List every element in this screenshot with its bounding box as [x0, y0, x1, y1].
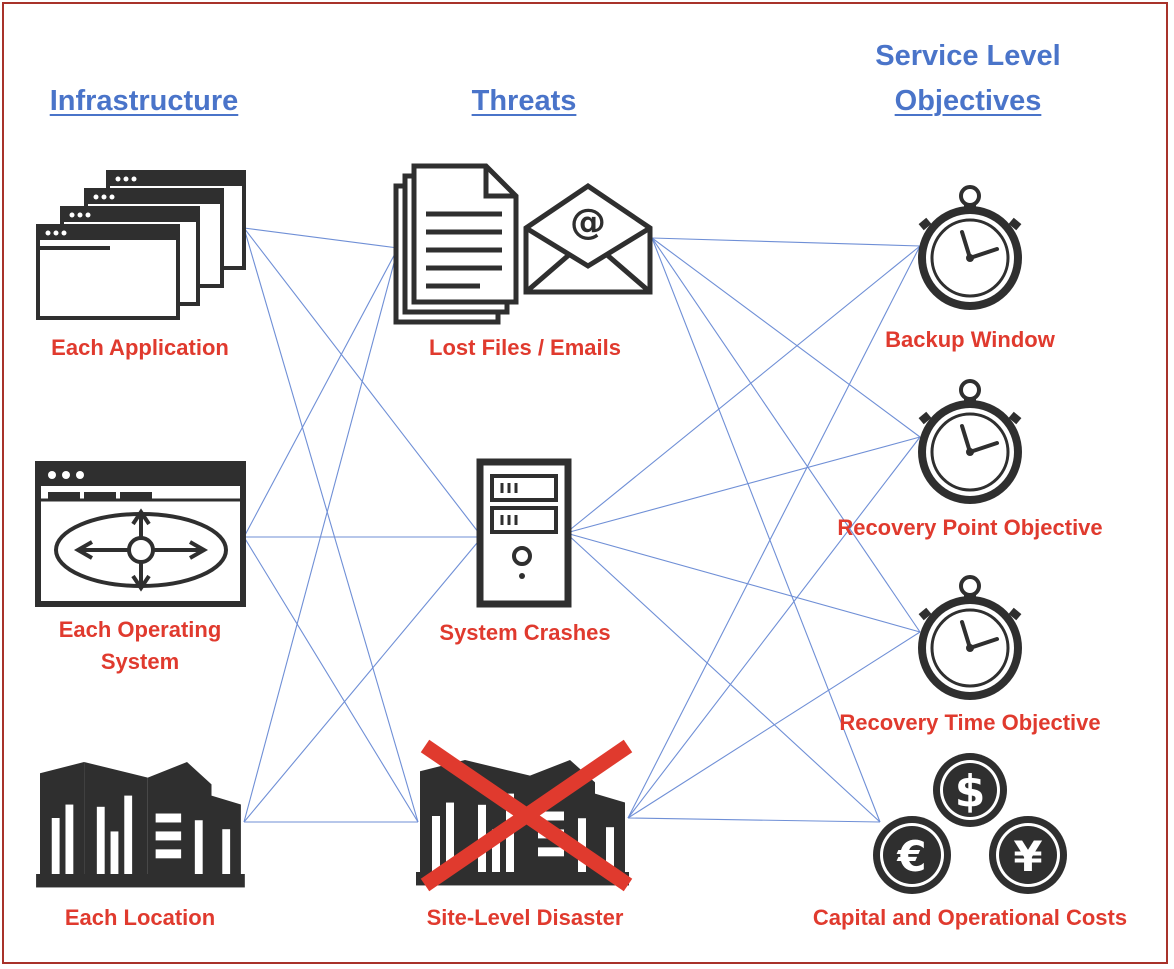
stopwatch-icon — [916, 379, 1024, 506]
threat-objective-link — [651, 237, 921, 438]
connector-lines — [243, 227, 921, 823]
slo-header-line1: Service Level — [875, 40, 1061, 72]
dollar-symbol: $ — [955, 766, 986, 817]
threat-objective-link — [565, 532, 921, 633]
infrastructure-threat-link — [243, 227, 483, 538]
stopwatch-icon — [916, 575, 1024, 702]
threat-objective-link — [627, 631, 921, 819]
threat-objective-link — [565, 532, 881, 823]
operating-system-icon — [35, 461, 246, 607]
application-windows-icon — [36, 170, 246, 320]
stopwatch-icon — [916, 185, 1024, 312]
infrastructure-threat-link — [243, 227, 419, 823]
threat-objective-link — [565, 245, 921, 534]
label-lost-files-emails: Lost Files / Emails — [429, 335, 621, 360]
threat-objective-link — [627, 436, 921, 819]
threat-objective-link — [627, 817, 881, 823]
threat-objective-link — [651, 237, 881, 823]
infrastructure-threat-link — [243, 536, 483, 823]
label-recovery-time-objective: Recovery Time Objective — [839, 710, 1101, 735]
label-system-crashes: System Crashes — [439, 620, 611, 645]
threat-objective-link — [651, 237, 921, 247]
infrastructure-header: Infrastructure — [49, 85, 239, 117]
label-each-operating-system-line2: System — [100, 649, 180, 674]
documents-icon — [393, 163, 519, 325]
label-each-operating-system-line1: Each Operating — [58, 617, 222, 642]
server-icon — [476, 458, 572, 608]
threat-objective-link — [651, 237, 921, 633]
label-recovery-point-objective: Recovery Point Objective — [837, 515, 1103, 540]
crossed-building-icon — [416, 739, 633, 892]
label-each-location: Each Location — [64, 905, 216, 930]
label-site-level-disaster: Site-Level Disaster — [426, 905, 624, 930]
email-envelope-icon: @ — [523, 182, 653, 295]
threat-objective-link — [565, 436, 921, 534]
threats-header: Threats — [471, 85, 577, 117]
threat-objective-link — [627, 245, 921, 819]
svg-text:@: @ — [570, 202, 606, 243]
label-backup-window: Backup Window — [885, 327, 1055, 352]
euro-symbol: € — [896, 832, 926, 881]
label-capital-operational-costs: Capital and Operational Costs — [812, 905, 1128, 930]
yen-symbol: ¥ — [1013, 832, 1042, 881]
infrastructure-threat-link — [243, 536, 419, 823]
infrastructure-threat-link — [243, 227, 399, 249]
infrastructure-threat-link — [243, 247, 399, 538]
infrastructure-threat-link — [243, 247, 399, 823]
building-icon — [36, 762, 245, 888]
label-each-application: Each Application — [51, 335, 229, 360]
slo-header-line2: Objectives — [894, 85, 1042, 117]
currency-coins-icon: $ € ¥ — [873, 753, 1067, 894]
